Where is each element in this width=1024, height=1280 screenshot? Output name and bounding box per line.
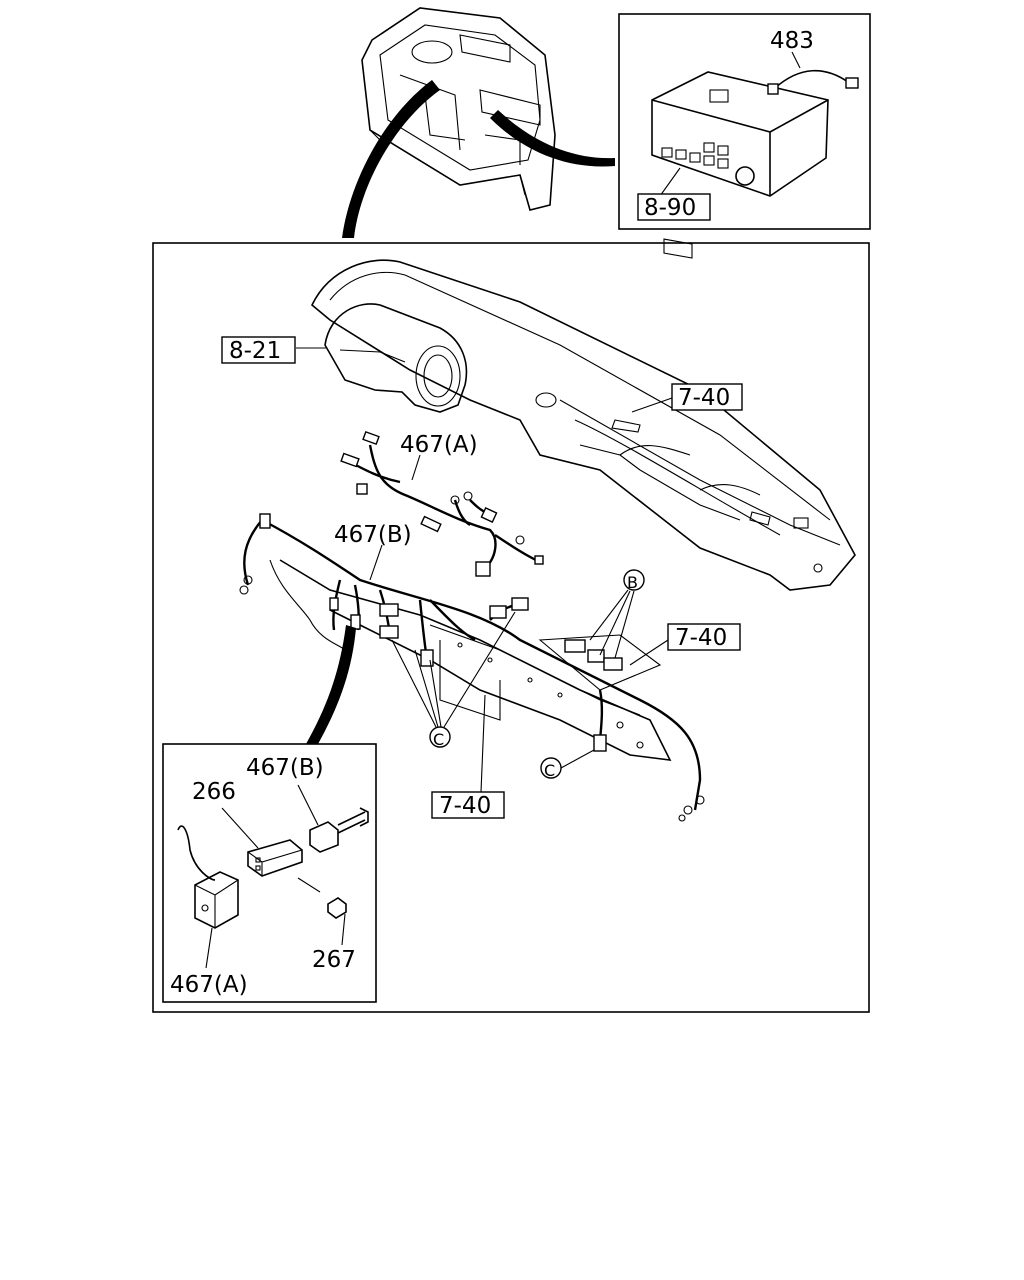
callout-c-right-letter: C	[544, 761, 555, 780]
leader-swoosh-detail	[306, 625, 356, 744]
callout-c-left: C	[391, 611, 516, 749]
dashboard	[311, 259, 856, 591]
callout-b: B	[589, 569, 645, 659]
label-detail-467b: 467(B)	[246, 755, 324, 781]
radio-knob	[735, 166, 755, 186]
label-267: 267	[312, 947, 356, 973]
detail-inset-panel: 467(B) 266 267 467(A)	[162, 743, 377, 1003]
label-7-40-bottom: 7-40	[439, 793, 491, 819]
label-8-21: 8-21	[229, 338, 281, 364]
harness-467b	[239, 513, 705, 822]
label-266: 266	[192, 779, 236, 805]
callout-b-letter: B	[627, 573, 638, 592]
label-467b: 467(B)	[334, 522, 412, 548]
label-483: 483	[770, 28, 814, 54]
label-7-40-top: 7-40	[678, 385, 730, 411]
label-detail-467a: 467(A)	[170, 972, 248, 998]
label-7-40-right: 7-40	[675, 625, 727, 651]
radio-inset-panel: 483 8-90	[618, 13, 871, 259]
label-8-90: 8-90	[644, 195, 696, 221]
cab-overview	[361, 7, 556, 211]
meter-cluster	[324, 303, 468, 413]
leader-swoosh-dash	[342, 80, 440, 238]
main-panel	[152, 242, 870, 1013]
callout-c-right: C	[540, 749, 595, 780]
harness-467a	[340, 430, 544, 577]
radio-buttons	[661, 142, 729, 169]
label-467a: 467(A)	[400, 432, 478, 458]
callout-c-left-letter: C	[433, 730, 444, 749]
leader-swoosh-radio	[490, 110, 615, 167]
